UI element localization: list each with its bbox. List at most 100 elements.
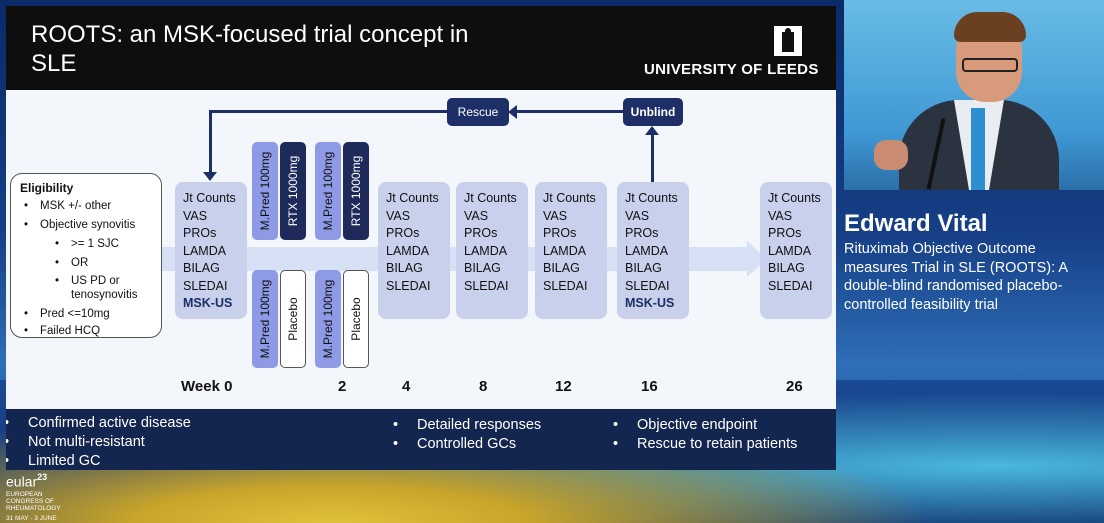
eligibility-item: MSK +/- other [24,200,111,212]
visit-item: VAS [464,209,489,223]
unblind-rescue-connector [512,110,624,113]
university-crest-icon [774,26,802,56]
speaker-glasses [962,58,1018,72]
visit-item: VAS [625,209,650,223]
visit-item: SLEDAI [768,279,813,293]
speaker-hair [954,12,1026,42]
visit-week-4: Jt Counts VAS PROs LAMDA BILAG SLEDAI [378,182,450,319]
summary-item: Limited GC [6,453,101,469]
university-logo-text: UNIVERSITY OF LEEDS [644,61,819,78]
visit-item: BILAG [464,261,501,275]
mpred-bottom-w2: M.Pred 100mg [315,270,341,368]
visit-item: LAMDA [183,244,227,258]
eligibility-heading: Eligibility [20,181,74,195]
visit-item: BILAG [543,261,580,275]
eligibility-item: tenosynovitis [71,289,138,301]
placebo-bottom-w2: Placebo [343,270,369,368]
eligibility-item: Objective synovitis [24,219,135,231]
week-label: 4 [402,378,411,395]
rtx-top-w2: RTX 1000mg [343,142,369,240]
slide-header: ROOTS: an MSK-focused trial concept in S… [6,6,836,90]
visit-item: PROs [464,226,498,240]
visit-item: VAS [543,209,568,223]
congress-year: 23 [37,472,48,482]
summary-item: Objective endpoint [613,417,757,433]
visit-item: LAMDA [768,244,812,258]
rtx-top-w0: RTX 1000mg [280,142,306,240]
visit-item: VAS [386,209,411,223]
rescue-label: Rescue [447,98,509,126]
mpred-top-w0: M.Pred 100mg [252,142,278,240]
slide-title: ROOTS: an MSK-focused trial concept in S… [31,21,469,77]
visit-item: SLEDAI [625,279,670,293]
drug-label: M.Pred 100mg [321,151,335,231]
placebo-bottom-w0: Placebo [280,270,306,368]
summary-item: Controlled GCs [393,436,516,452]
week-label: 26 [786,378,803,395]
eligibility-item: Failed HCQ [24,325,100,337]
visit-item: Jt Counts [386,191,439,205]
visit-item: PROs [183,226,217,240]
week-label: Week 0 [181,378,233,395]
speaker-hand [874,140,908,170]
unblind-label: Unblind [623,98,683,126]
visit-item: LAMDA [625,244,669,258]
talk-title: Rituximab Objective Outcome measures Tri… [844,241,1068,313]
visit-item: VAS [183,209,208,223]
visit-item: SLEDAI [183,279,228,293]
unblind-line-vertical [651,132,654,182]
eligibility-item: >= 1 SJC [55,238,119,250]
visit-item: LAMDA [464,244,508,258]
visit-item: Jt Counts [183,191,236,205]
visit-week-8: Jt Counts VAS PROs LAMDA BILAG SLEDAI [456,182,528,319]
drug-label: RTX 1000mg [349,155,363,227]
summary-item: Rescue to retain patients [613,436,797,452]
visit-item: SLEDAI [543,279,588,293]
visit-item: Jt Counts [768,191,821,205]
unblind-connector-arrowhead [508,105,517,119]
speaker-lanyard [971,108,985,190]
eligibility-item: Pred <=10mg [24,308,110,320]
visit-item: SLEDAI [464,279,509,293]
mpred-bottom-w0: M.Pred 100mg [252,270,278,368]
visit-week-12: Jt Counts VAS PROs LAMDA BILAG SLEDAI [535,182,607,319]
week-label: 12 [555,378,572,395]
eligibility-item: US PD or [55,275,119,287]
visit-item: BILAG [183,261,220,275]
visit-item: PROs [386,226,420,240]
visit-item: PROs [543,226,577,240]
visit-item: Jt Counts [543,191,596,205]
congress-line: RHEUMATOLOGY [6,505,61,513]
visit-item: BILAG [768,261,805,275]
drug-label: M.Pred 100mg [258,279,272,359]
summary-item: Not multi-resistant [6,434,145,450]
visit-item: LAMDA [543,244,587,258]
congress-line: EUROPEAN [6,491,43,499]
drug-label: M.Pred 100mg [258,151,272,231]
summary-item: Detailed responses [393,417,541,433]
msk-us-label: MSK-US [183,296,233,310]
msk-us-label: MSK-US [625,296,675,310]
rescue-line-horizontal [209,110,449,113]
congress-brand: eular [6,473,38,490]
visit-item: LAMDA [386,244,430,258]
visit-week-26: Jt Counts VAS PROs LAMDA BILAG SLEDAI [760,182,832,319]
drug-label: Placebo [349,297,363,341]
week-label: 8 [479,378,488,395]
visit-week-0: Jt Counts VAS PROs LAMDA BILAG SLEDAI MS… [175,182,247,319]
visit-item: PROs [625,226,659,240]
congress-dates: 31 MAY - 3 JUNE [6,515,57,523]
visit-item: SLEDAI [386,279,431,293]
week-label: 16 [641,378,658,395]
mpred-top-w2: M.Pred 100mg [315,142,341,240]
drug-label: Placebo [286,297,300,341]
drug-label: RTX 1000mg [286,155,300,227]
visit-item: VAS [768,209,793,223]
visit-week-16: Jt Counts VAS PROs LAMDA BILAG SLEDAI MS… [617,182,689,319]
unblind-arrowhead [645,126,659,135]
visit-item: Jt Counts [625,191,678,205]
speaker-video [844,0,1104,190]
summary-band: Confirmed active disease Not multi-resis… [6,409,836,470]
congress-logo: eular23 EUROPEAN CONGRESS OF RHEUMATOLOG… [6,472,61,522]
eligibility-box: Eligibility MSK +/- other Objective syno… [10,173,162,338]
